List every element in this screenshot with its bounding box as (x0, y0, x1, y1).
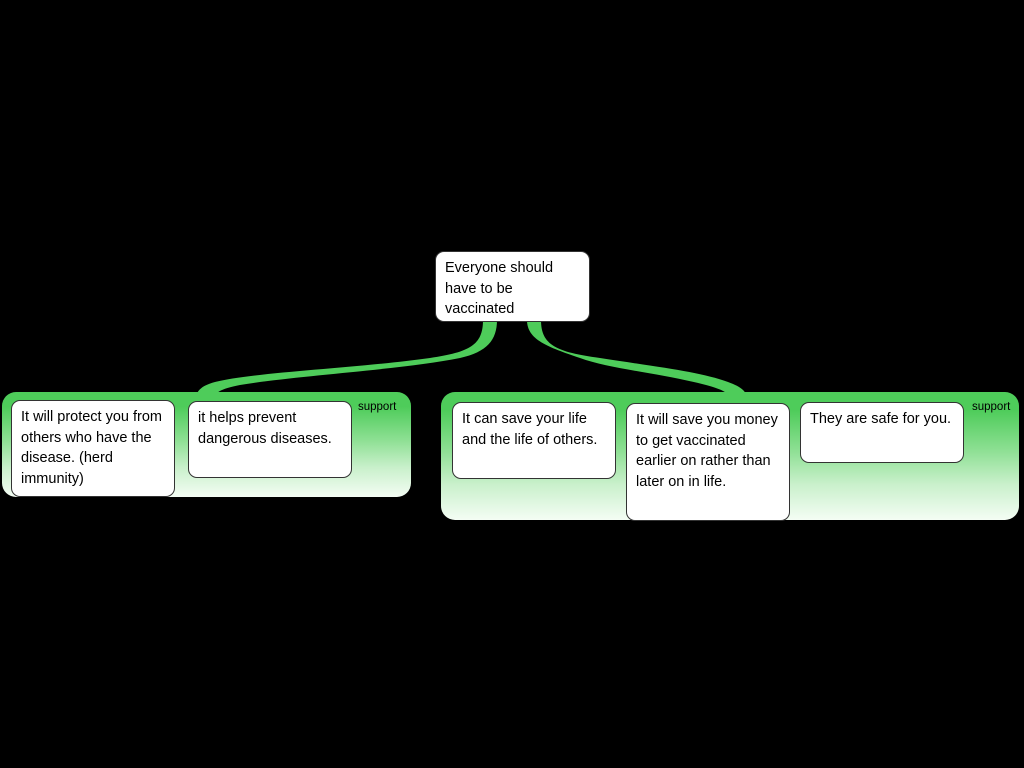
claim-box[interactable]: It will protect you from others who have… (11, 400, 175, 497)
claim-text: it helps prevent dangerous diseases. (198, 410, 332, 447)
claim-text: It will save you money to get vaccinated… (636, 412, 778, 491)
connector-root-to-right-group (527, 320, 747, 399)
root-claim-box[interactable]: Everyone should have to be vaccinated (435, 251, 590, 322)
claim-box[interactable]: It will save you money to get vaccinated… (626, 403, 790, 521)
relation-label-support-right: support (972, 401, 1011, 413)
claim-box[interactable]: it helps prevent dangerous diseases. (188, 401, 352, 478)
claim-text: It can save your life and the life of ot… (462, 411, 598, 448)
root-claim-text: Everyone should have to be vaccinated (445, 260, 554, 318)
relation-label-support-left: support (358, 401, 397, 413)
claim-box[interactable]: They are safe for you. (800, 402, 964, 463)
claim-text: It will protect you from others who have… (21, 409, 163, 488)
connector-root-to-left-group (196, 320, 497, 399)
claim-text: They are safe for you. (810, 411, 952, 427)
claim-box[interactable]: It can save your life and the life of ot… (452, 402, 616, 479)
